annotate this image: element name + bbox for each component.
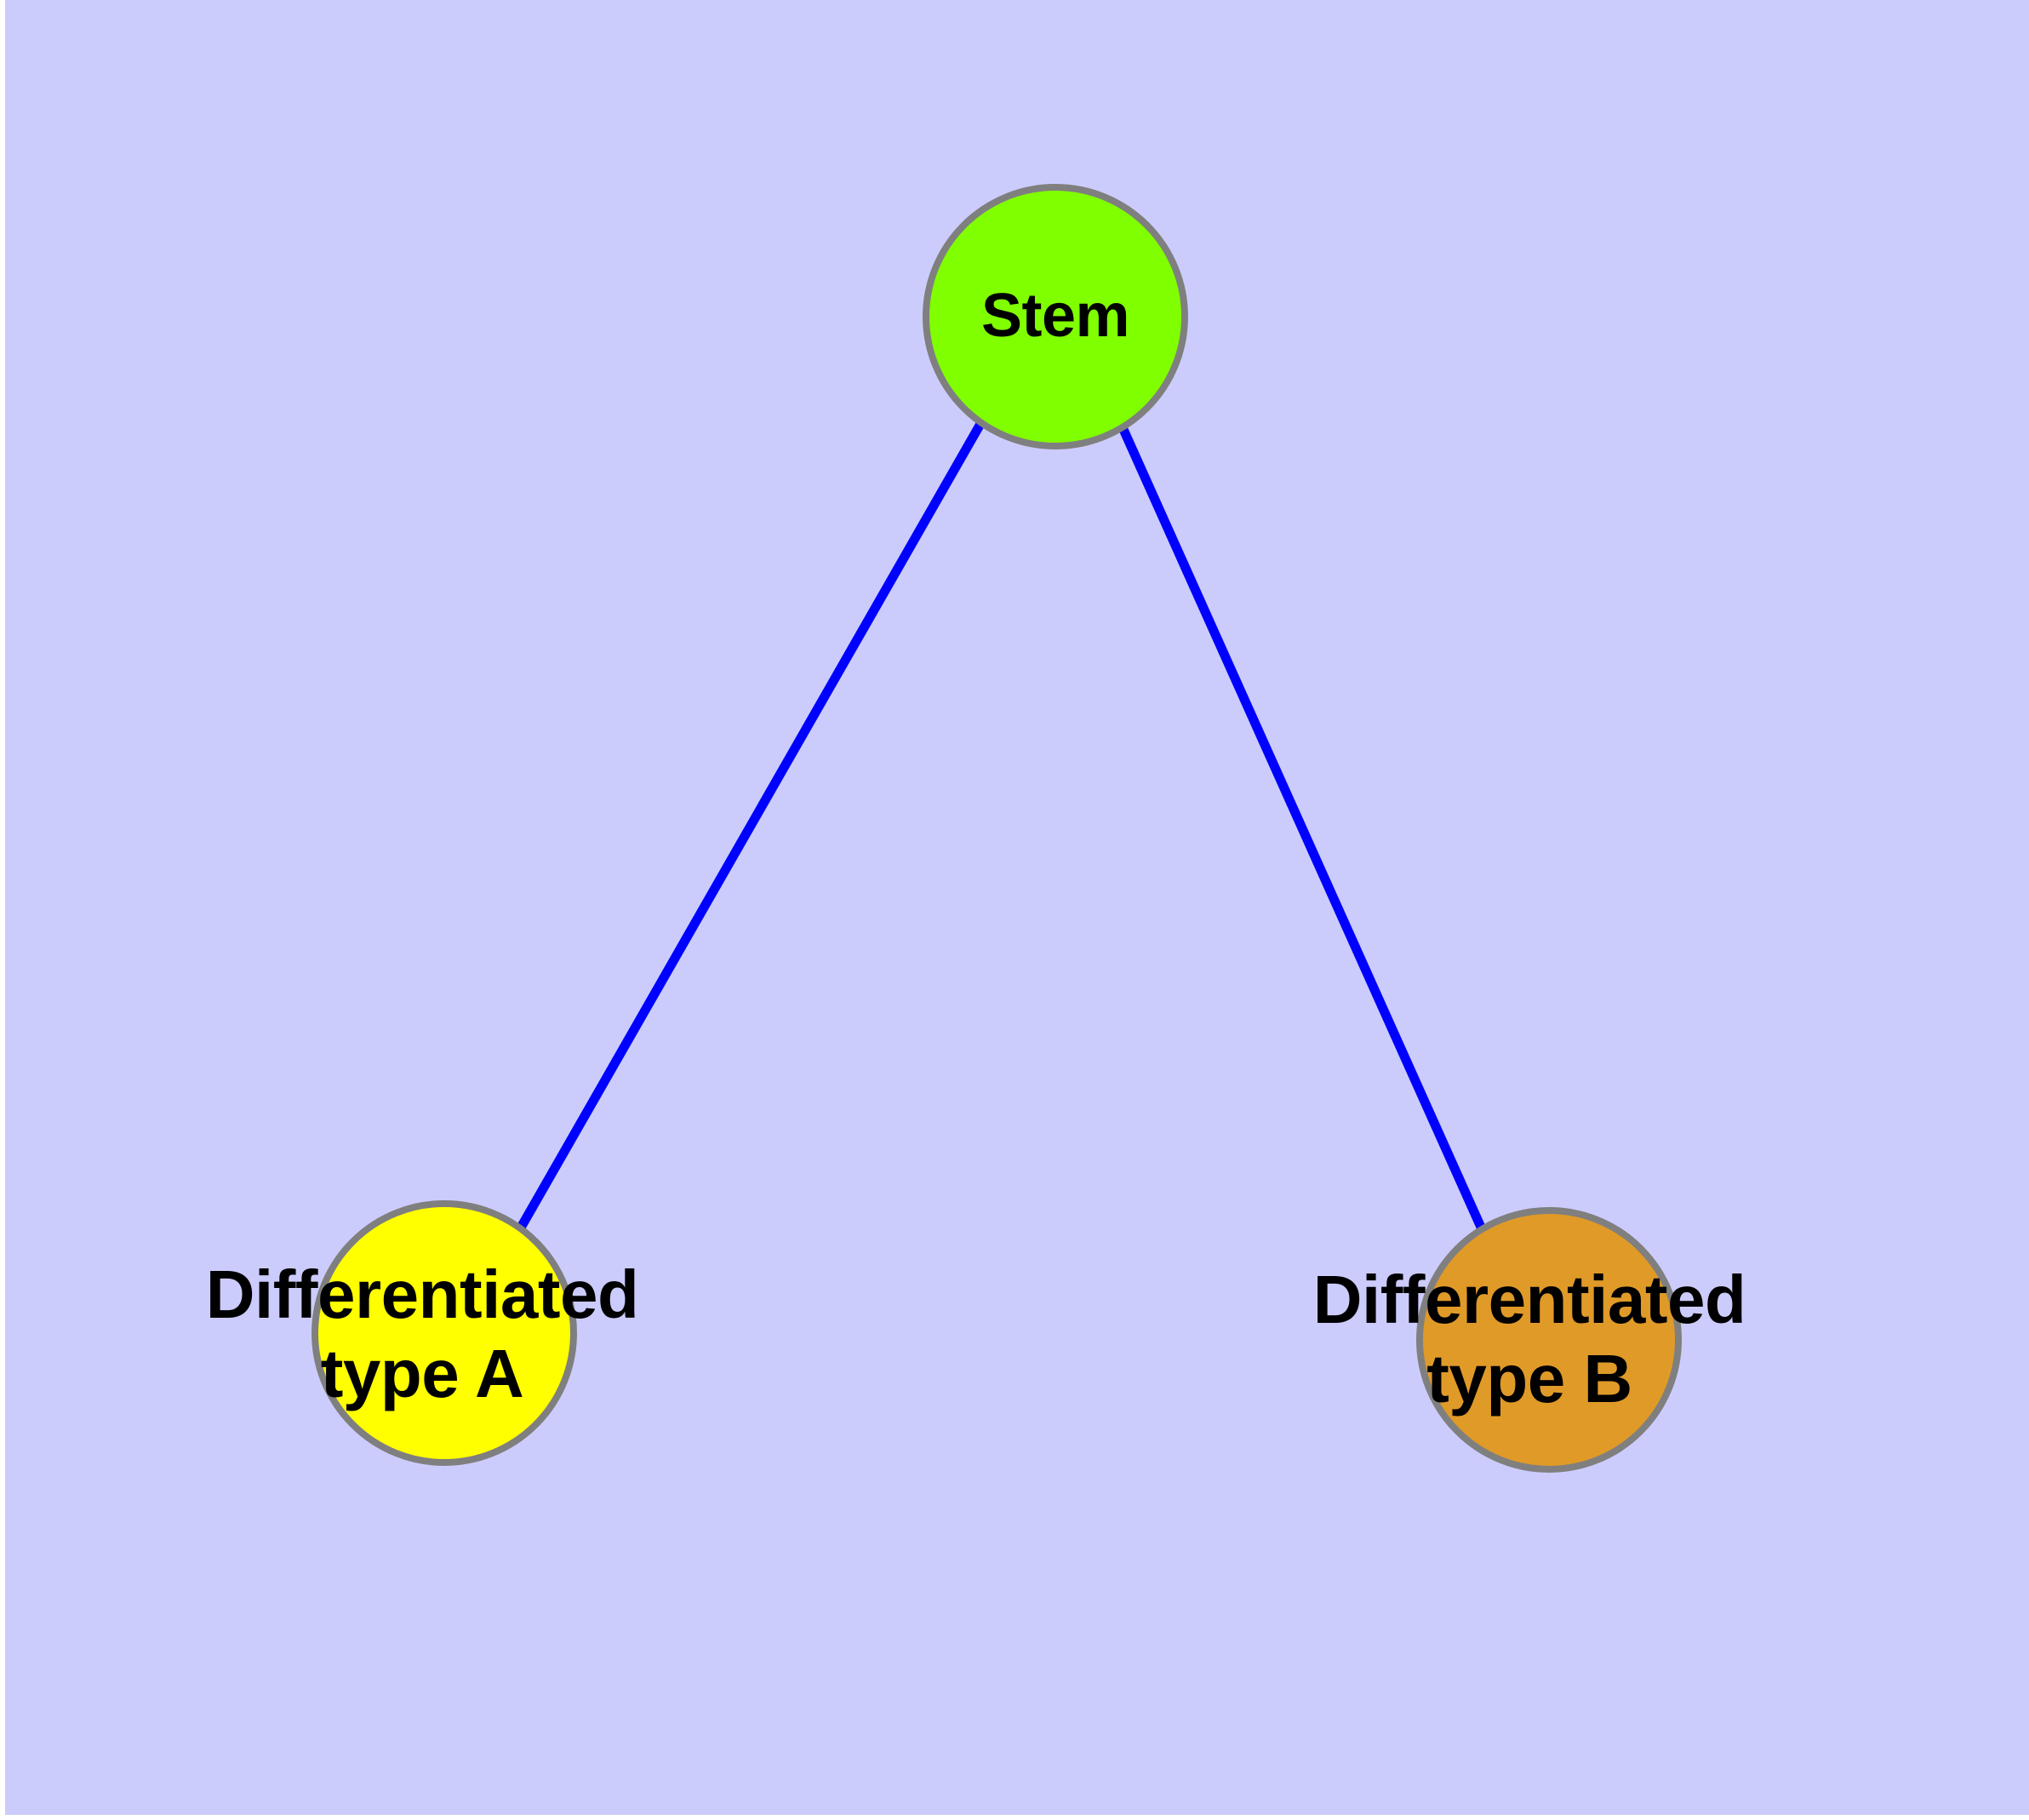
node-circle-differentiated-type-a[interactable] [311,1200,577,1466]
edge-stem-to-differentiated-type-a[interactable] [517,421,985,1230]
edge-layer [517,421,1488,1233]
node-layer [311,184,1682,1473]
node-circle-differentiated-type-b[interactable] [1416,1207,1682,1473]
node-circle-stem[interactable] [923,184,1188,449]
edge-stem-to-differentiated-type-b[interactable] [1117,423,1488,1233]
